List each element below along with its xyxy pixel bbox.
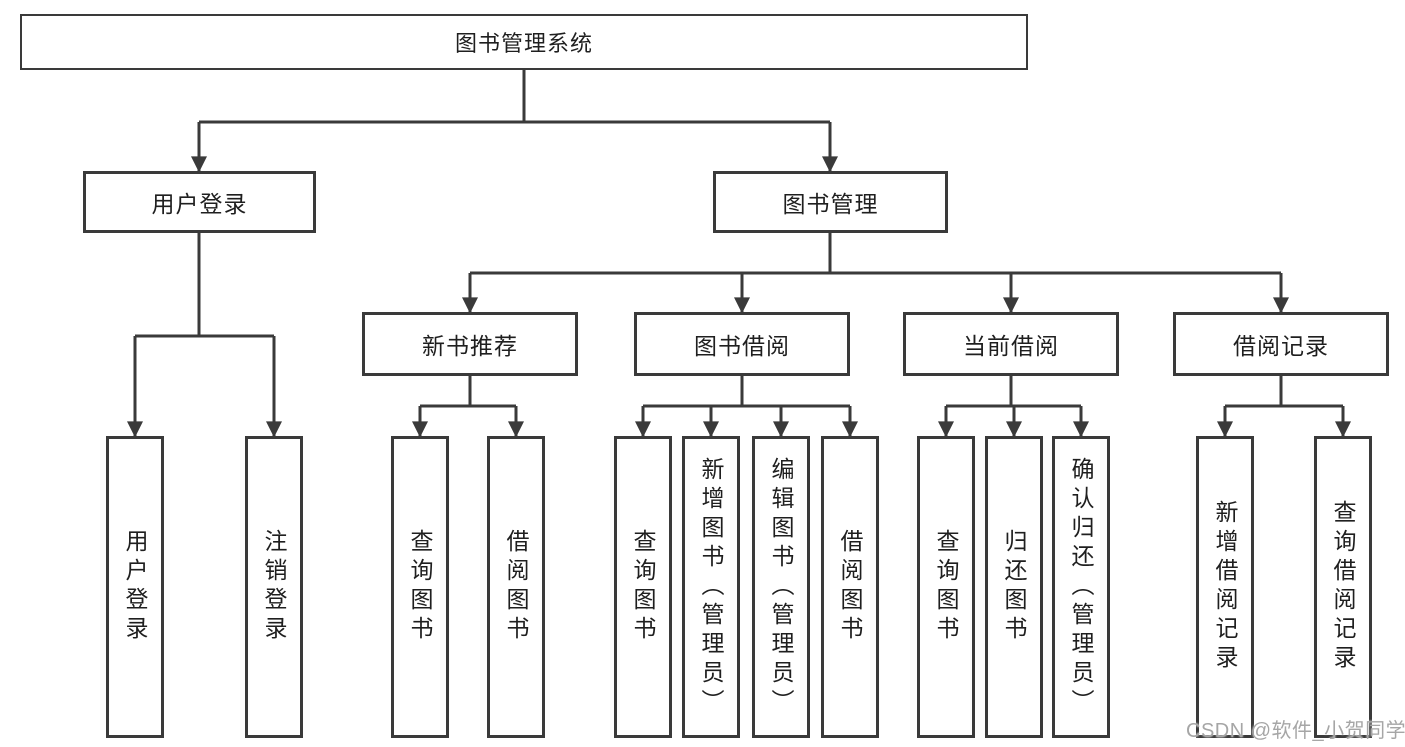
leaf-add-borrow-record: 新增借阅记录 — [1196, 436, 1254, 738]
leaf-query-books-recommend: 查询图书 — [391, 436, 449, 738]
node-new-book-recommend: 新书推荐 — [362, 312, 578, 376]
node-user-login: 用户登录 — [83, 171, 316, 233]
node-current-borrowing: 当前借阅 — [903, 312, 1119, 376]
leaf-borrow-books-borrowing: 借阅图书 — [821, 436, 879, 738]
leaf-query-books-borrowing: 查询图书 — [614, 436, 672, 738]
leaf-borrow-books-recommend: 借阅图书 — [487, 436, 545, 738]
leaf-confirm-return-admin: 确认归还（管理员） — [1052, 436, 1110, 738]
leaf-user-login: 用户登录 — [106, 436, 164, 738]
leaf-query-books-current: 查询图书 — [917, 436, 975, 738]
node-borrow-records: 借阅记录 — [1173, 312, 1389, 376]
leaf-add-books-admin: 新增图书（管理员） — [682, 436, 740, 738]
leaf-edit-books-admin: 编辑图书（管理员） — [752, 436, 810, 738]
leaf-logout: 注销登录 — [245, 436, 303, 738]
leaf-query-borrow-record: 查询借阅记录 — [1314, 436, 1372, 738]
node-book-borrowing: 图书借阅 — [634, 312, 850, 376]
csdn-watermark: CSDN @软件_小贺同学 — [1186, 720, 1405, 742]
node-book-management: 图书管理 — [713, 171, 948, 233]
node-library-system: 图书管理系统 — [20, 14, 1028, 70]
leaf-return-books: 归还图书 — [985, 436, 1043, 738]
